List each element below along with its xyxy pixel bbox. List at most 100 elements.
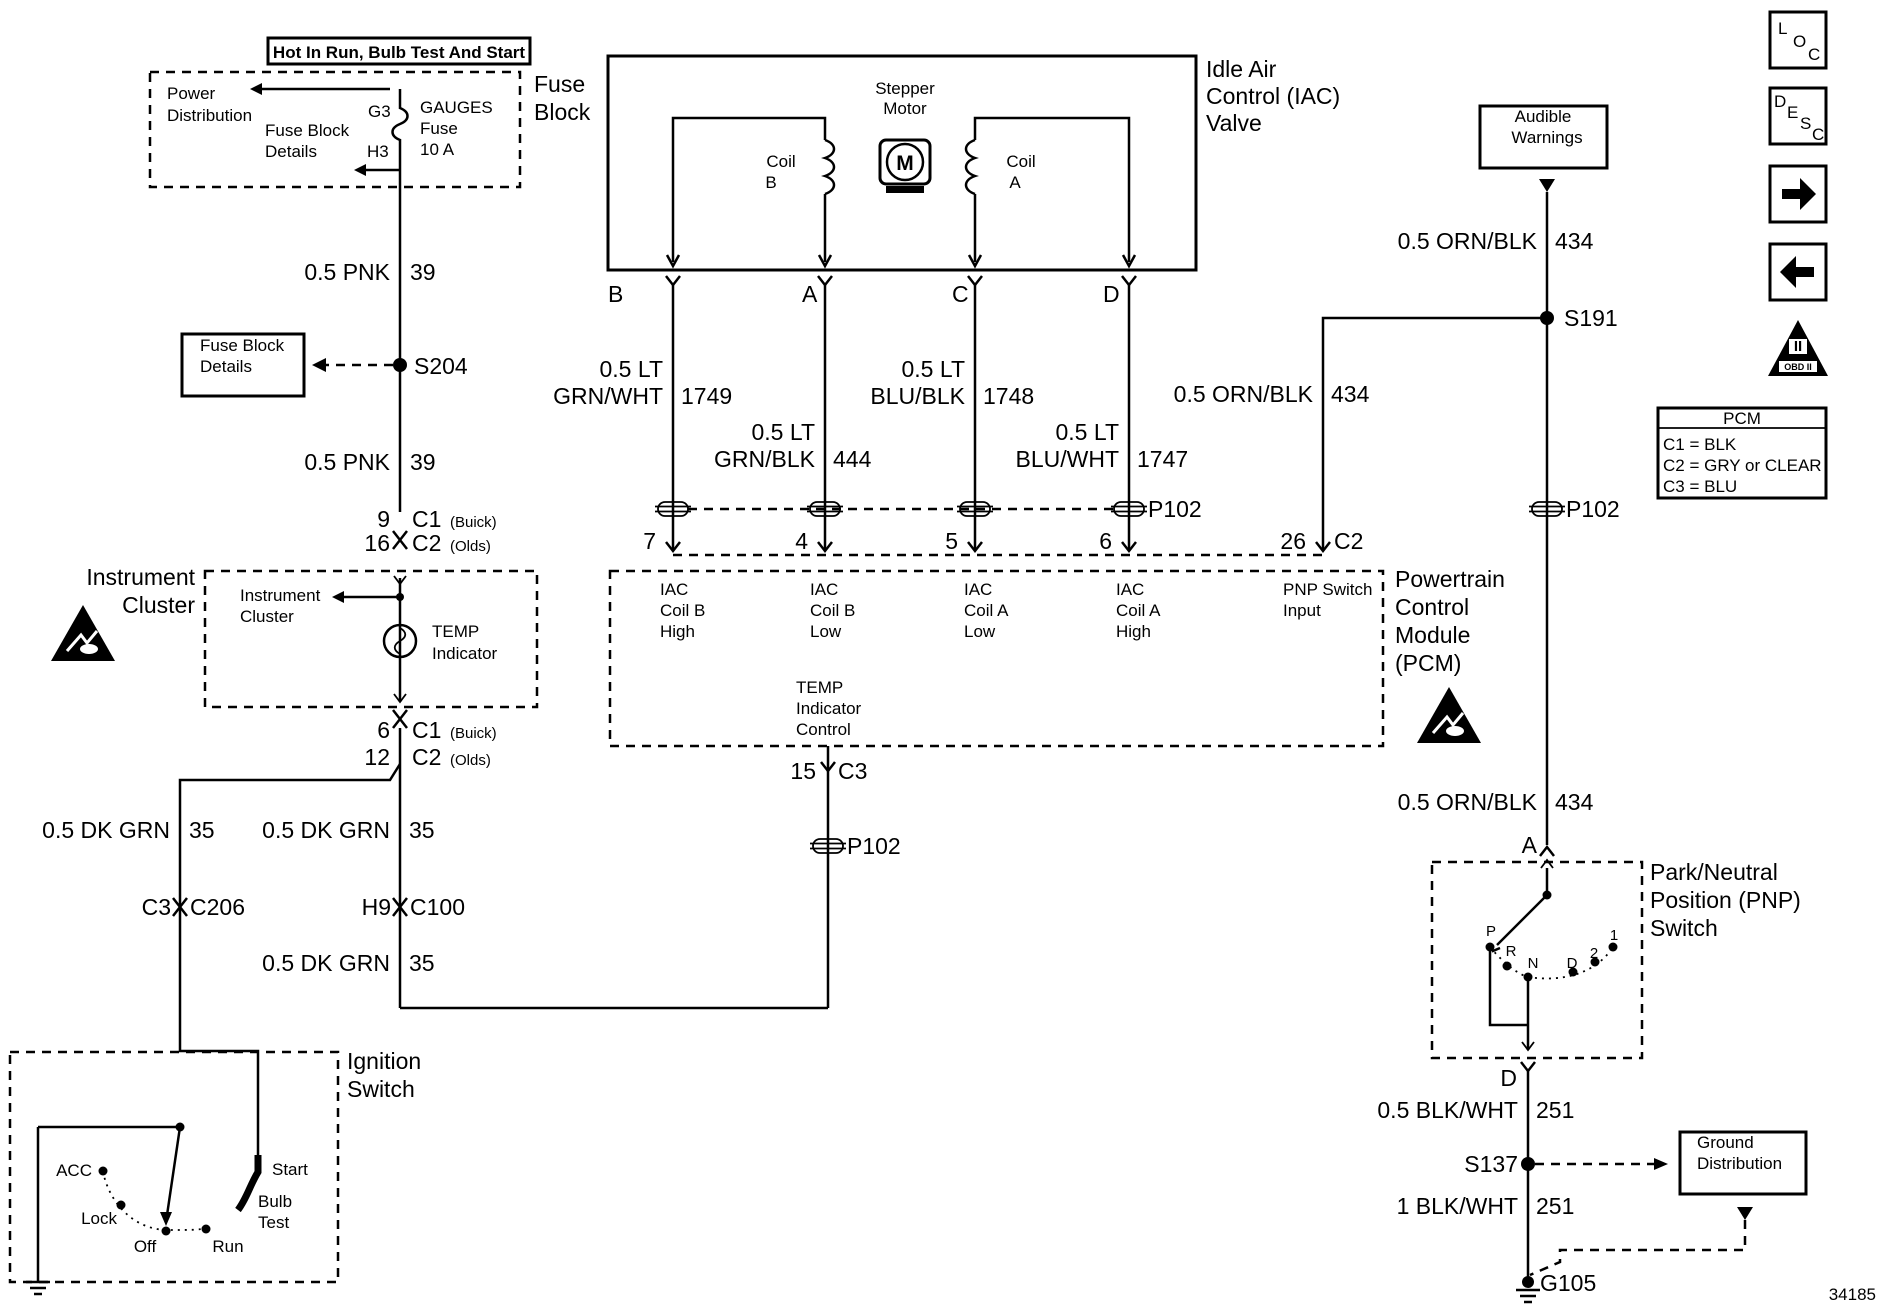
ignition-pos-start: Start: [272, 1160, 308, 1179]
temp-indicator-label-1: TEMP: [432, 622, 479, 641]
iac-terminal-b: B: [608, 281, 623, 307]
wire-circuit: 444: [833, 446, 872, 472]
fuse-block-details-label-2: Details: [265, 142, 317, 161]
wire-circuit: 39: [410, 259, 436, 285]
loc-icon-letter: O: [1793, 32, 1806, 51]
wire-color: BLU/BLK: [870, 383, 965, 409]
arrow-down-icon: [1539, 179, 1555, 192]
power-distribution-label-2: Distribution: [167, 106, 252, 125]
connector-label: C2: [412, 530, 441, 556]
iac-terminal-c: C: [952, 281, 969, 307]
pcm-input-label: Coil B: [660, 601, 705, 620]
pcm-pin: 6: [1099, 528, 1112, 554]
ignition-pos-off: Off: [134, 1237, 157, 1256]
desc-button[interactable]: D E S C: [1768, 86, 1828, 146]
pcm-connector-legend: PCM C1 = BLK C2 = GRY or CLEAR C3 = BLU: [1656, 406, 1828, 500]
next-page-button[interactable]: [1768, 164, 1828, 224]
arrow-right-icon: [1782, 178, 1816, 210]
cluster-outline: [203, 569, 539, 709]
wire-circuit: 434: [1555, 789, 1594, 815]
ignition-pos-bulb: Bulb: [258, 1192, 292, 1211]
pin-number: 6: [377, 717, 390, 743]
ground-icon: [1516, 1288, 1540, 1304]
wire-label: 0.5 BLK/WHT: [1377, 1097, 1518, 1123]
esd-warning-icon: [1415, 685, 1483, 745]
wire-label: 0.5 DK GRN: [262, 817, 390, 843]
wire-label: 0.5 PNK: [304, 449, 390, 475]
iac-terminal-a: A: [802, 281, 818, 307]
splice-label: S204: [414, 353, 468, 379]
connector-label: C1: [412, 717, 441, 743]
iac-terminals: B A C D: [608, 275, 1137, 307]
splice-s204: S204 Fuse Block Details: [180, 332, 468, 398]
pcm-pin: 7: [643, 528, 656, 554]
connector-note: (Olds): [450, 752, 491, 769]
wire-size: 0.5 LT: [752, 419, 816, 445]
p102-label: P102: [847, 833, 901, 859]
connector-note: (Olds): [450, 538, 491, 555]
pcm-input-label: IAC: [810, 580, 838, 599]
switch-arm-icon: [160, 1212, 172, 1226]
coil-a-label-2: A: [1009, 173, 1021, 192]
pcm-input-label: High: [660, 622, 695, 641]
pcm-input-label: IAC: [964, 580, 992, 599]
ground-distribution-box: [1678, 1130, 1808, 1196]
wire-label: 0.5 ORN/BLK: [1398, 228, 1538, 254]
iac-valve: Idle Air Control (IAC) Valve Stepper Mot…: [606, 54, 1340, 272]
coil-b-label-1: Coil: [766, 152, 795, 171]
ignition-title-2: Switch: [347, 1076, 415, 1102]
hot-in-run-header: Hot In Run, Bulb Test And Start: [273, 43, 525, 62]
pcm-input-label: Input: [1283, 601, 1321, 620]
splice-s191-label: S191: [1564, 305, 1618, 331]
wire-label: 0.5 DK GRN: [42, 817, 170, 843]
esd-warning-icon: [49, 603, 117, 663]
ignition-pos-test: Test: [258, 1213, 289, 1232]
connector-label: C100: [410, 894, 465, 920]
connector-label: C2: [412, 744, 441, 770]
wire-label: 0.5 ORN/BLK: [1398, 789, 1538, 815]
pcm-input-label: Low: [964, 622, 996, 641]
fuse-g3-label: G3: [368, 102, 391, 121]
wire-label: 1 BLK/WHT: [1397, 1193, 1518, 1219]
instrument-cluster: Instrument Cluster Instrument Cluster TE…: [49, 564, 539, 709]
legend-row: C1 = BLK: [1663, 435, 1737, 454]
pcm-title-1: Powertrain: [1395, 566, 1505, 592]
pin-number: 12: [364, 744, 390, 770]
fuse-h3-label: H3: [367, 142, 389, 161]
fuse-block: Hot In Run, Bulb Test And Start Power Di…: [148, 36, 591, 189]
loc-button[interactable]: L O C: [1768, 10, 1828, 70]
fuse-block-details-box: [180, 332, 306, 398]
fuse-icon: [391, 89, 409, 170]
arrow-left-icon: [250, 83, 262, 95]
iac-title-2: Control (IAC): [1206, 83, 1340, 109]
pcm-pin: 26: [1280, 528, 1306, 554]
audible-warnings-box: [1478, 104, 1609, 170]
splice-s137-label: S137: [1464, 1151, 1518, 1177]
blk-wht-wire-251: 0.5 BLK/WHT 251 S137 Ground Distribution…: [1377, 1071, 1808, 1304]
ground-distribution-2: Distribution: [1697, 1154, 1782, 1173]
pcm-input-label: Coil A: [964, 601, 1009, 620]
dk-grn-wires-35: 0.5 DK GRN 35 0.5 DK GRN 35 0.5 DK GRN 3…: [42, 728, 828, 1155]
wire-circuit: 35: [409, 817, 435, 843]
power-distribution-label-1: Power: [167, 84, 216, 103]
wire-size: 0.5 LT: [1056, 419, 1120, 445]
ignition-pos-acc: ACC: [56, 1161, 92, 1180]
pnp-switch: A Park/Neutral Position (PNP) Switch P R…: [1430, 832, 1801, 1091]
coil-b-icon: [821, 138, 836, 196]
pnp-pos-n: N: [1528, 955, 1539, 972]
ground-g105-label: G105: [1540, 1270, 1596, 1296]
desc-icon-letter: D: [1774, 92, 1786, 111]
obd-label: OBD II: [1784, 362, 1812, 372]
desc-icon-letter: E: [1787, 103, 1798, 122]
pcm-c3-label: C3: [838, 758, 867, 784]
ignition-switch: Ignition Switch ACC Lock Off Run Start B…: [8, 1048, 421, 1296]
ignition-pos-run: Run: [212, 1237, 243, 1256]
wire-size: 0.5 LT: [600, 356, 664, 382]
pcm-outline: [608, 569, 1385, 748]
previous-page-button[interactable]: [1768, 242, 1828, 302]
wire-label: 0.5 ORN/BLK: [1174, 381, 1314, 407]
iac-valve-outline: [606, 54, 1198, 272]
hot-in-run-header-box: [266, 36, 532, 66]
ground-distribution-1: Ground: [1697, 1133, 1754, 1152]
